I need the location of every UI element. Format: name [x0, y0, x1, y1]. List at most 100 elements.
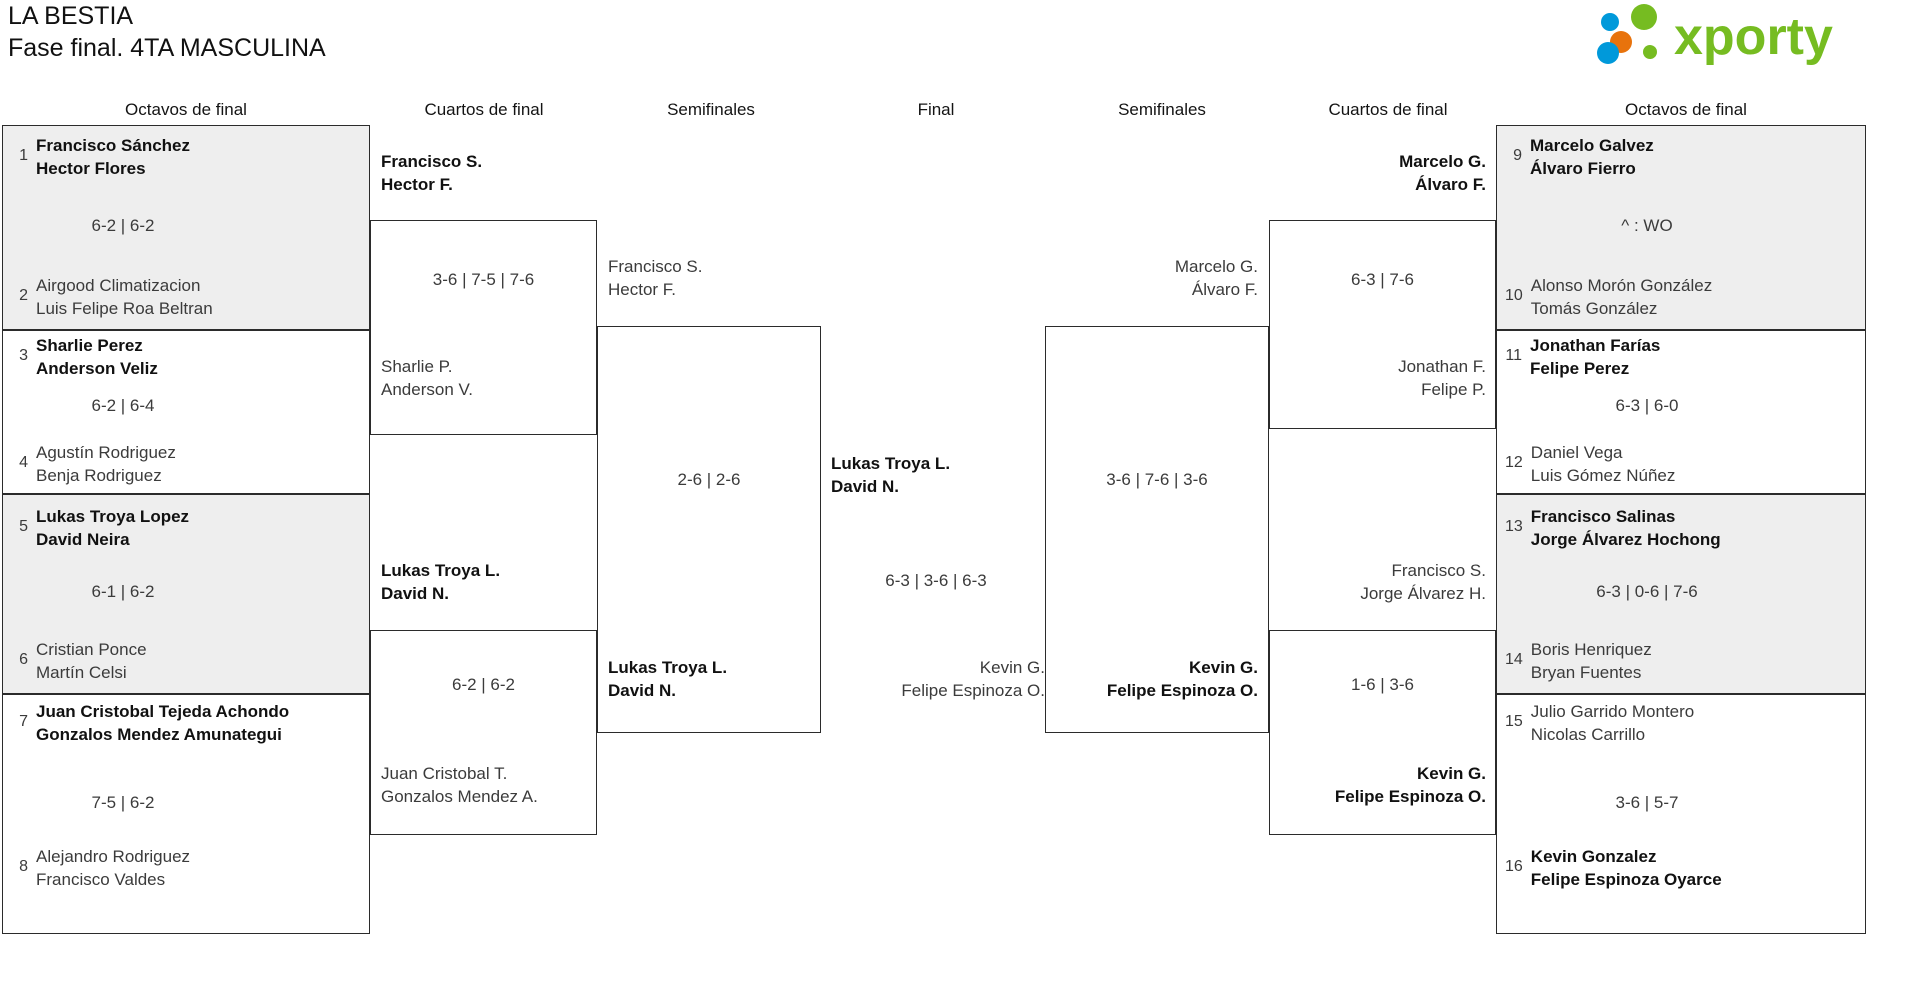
player-name: Lukas Troya L.: [608, 658, 728, 677]
team-slot[interactable]: 7 Juan Cristobal Tejeda Achondo Gonzalos…: [11, 700, 289, 746]
player-name: David N.: [831, 477, 900, 496]
team-slot[interactable]: 5 Lukas Troya Lopez David Neira: [11, 505, 189, 551]
match-score: 3-6 | 5-7: [1615, 793, 1679, 812]
connector-box-cuartos-right-1: [1269, 220, 1496, 429]
player-name: Felipe Espinoza Oyarce: [1530, 870, 1722, 889]
player-name: Boris Henriquez: [1530, 640, 1652, 659]
team-slot[interactable]: 16 Kevin Gonzalez Felipe Espinoza Oyarce: [1505, 845, 1722, 891]
team-slot[interactable]: 6 Cristian Ponce Martín Celsi: [11, 638, 147, 684]
player-name: Álvaro F.: [1191, 280, 1258, 299]
player-name: Francisco Valdes: [36, 870, 166, 889]
match-score: 6-2 | 6-2: [91, 216, 155, 235]
slot-semifinal-left-bottom[interactable]: Lukas Troya L. David N.: [608, 656, 823, 702]
match-box-octavos-11[interactable]: 11 Jonathan Farías Felipe Perez 6-3 | 6-…: [1496, 330, 1866, 494]
slot-cuartos-left-2-bottom[interactable]: Juan Cristobal T. Gonzalos Mendez A.: [381, 762, 601, 808]
slot-final-top[interactable]: Lukas Troya L. David N.: [831, 452, 1051, 498]
player-name: Felipe Espinoza O.: [1106, 681, 1258, 700]
slot-semifinal-right-bottom[interactable]: Kevin G. Felipe Espinoza O.: [1043, 656, 1258, 702]
connector-box-cuartos-right-2: [1269, 630, 1496, 835]
player-name: Hector F.: [381, 175, 453, 194]
match-score: 6-1 | 6-2: [91, 582, 155, 601]
page-header: LA BESTIA Fase final. 4TA MASCULINA xpor…: [0, 0, 1920, 95]
player-name: Felipe Espinoza O.: [901, 681, 1045, 700]
slot-semifinal-right-top[interactable]: Marcelo G. Álvaro F.: [1043, 255, 1258, 301]
team-slot[interactable]: 4 Agustín Rodriguez Benja Rodriguez: [11, 441, 176, 487]
team-players: Francisco Salinas Jorge Álvarez Hochong: [1531, 505, 1721, 551]
round-header-octavos-right: Octavos de final: [1625, 100, 1747, 119]
player-name: Luis Felipe Roa Beltran: [36, 299, 213, 318]
player-name: Bryan Fuentes: [1530, 663, 1642, 682]
match-score-semifinal-right: 3-6 | 7-6 | 3-6: [1106, 470, 1208, 489]
team-players: Cristian Ponce Martín Celsi: [36, 638, 147, 684]
slot-cuartos-left-1-top[interactable]: Francisco S. Hector F.: [381, 150, 601, 196]
team-slot[interactable]: 12 Daniel Vega Luis Gómez Núñez: [1505, 441, 1675, 487]
slot-final-bottom[interactable]: Kevin G. Felipe Espinoza O.: [820, 656, 1045, 702]
slot-cuartos-left-1-bottom[interactable]: Sharlie P. Anderson V.: [381, 355, 601, 401]
team-slot[interactable]: 13 Francisco Salinas Jorge Álvarez Hocho…: [1505, 505, 1721, 551]
player-name: Sharlie Perez: [36, 336, 143, 355]
player-name: Juan Cristobal Tejeda Achondo: [36, 702, 290, 721]
player-name: Julio Garrido Montero: [1530, 702, 1695, 721]
match-box-octavos-9[interactable]: 9 Marcelo Galvez Álvaro Fierro ^ : WO 10…: [1496, 125, 1866, 330]
slot-cuartos-right-1-top[interactable]: Marcelo G. Álvaro F.: [1266, 150, 1486, 196]
player-name: Kevin G.: [1189, 658, 1258, 677]
team-slot[interactable]: 15 Julio Garrido Montero Nicolas Carrill…: [1505, 700, 1694, 746]
team-slot[interactable]: 14 Boris Henriquez Bryan Fuentes: [1505, 638, 1652, 684]
player-name: Hector F.: [608, 280, 677, 299]
player-name: Felipe P.: [1421, 380, 1486, 399]
slot-cuartos-right-2-top[interactable]: Francisco S. Jorge Álvarez H.: [1266, 559, 1486, 605]
match-box-octavos-15[interactable]: 15 Julio Garrido Montero Nicolas Carrill…: [1496, 694, 1866, 934]
player-name: Juan Cristobal T.: [381, 764, 508, 783]
match-box-octavos-1[interactable]: 1 Francisco Sánchez Hector Flores 6-2 | …: [2, 125, 370, 330]
player-name: Alejandro Rodriguez: [36, 847, 191, 866]
player-name: David Neira: [36, 530, 130, 549]
match-box-octavos-2[interactable]: 3 Sharlie Perez Anderson Veliz 6-2 | 6-4…: [2, 330, 370, 494]
match-score: ^ : WO: [1621, 216, 1673, 235]
team-slot[interactable]: 8 Alejandro Rodriguez Francisco Valdes: [11, 845, 190, 891]
match-score: 6-2 | 6-4: [91, 396, 155, 415]
team-players: Alejandro Rodriguez Francisco Valdes: [36, 845, 190, 891]
team-slot[interactable]: 3 Sharlie Perez Anderson Veliz: [11, 334, 158, 380]
team-players: Lukas Troya Lopez David Neira: [36, 505, 189, 551]
match-box-octavos-4[interactable]: 7 Juan Cristobal Tejeda Achondo Gonzalos…: [2, 694, 370, 934]
round-header-cuartos-left: Cuartos de final: [424, 100, 544, 119]
seed-number: 14: [1505, 651, 1523, 668]
team-slot[interactable]: 9 Marcelo Galvez Álvaro Fierro: [1505, 134, 1654, 180]
round-header-semifinal-right: Semifinales: [1118, 100, 1206, 119]
xporty-logo: xporty: [1578, 4, 1908, 66]
match-score-cuartos-left-1: 3-6 | 7-5 | 7-6: [432, 270, 535, 289]
connector-box-cuartos-left-2: [370, 630, 597, 835]
player-name: Francisco Sánchez: [36, 136, 191, 155]
seed-number: 5: [19, 518, 28, 535]
slot-semifinal-left-top[interactable]: Francisco S. Hector F.: [608, 255, 823, 301]
team-slot[interactable]: 10 Alonso Morón González Tomás González: [1505, 274, 1712, 320]
connector-box-semifinal-left: [597, 326, 821, 733]
match-score-semifinal-left: 2-6 | 2-6: [677, 470, 741, 489]
player-name: Francisco S.: [608, 257, 703, 276]
match-box-octavos-3[interactable]: 5 Lukas Troya Lopez David Neira 6-1 | 6-…: [2, 494, 370, 694]
team-players: Marcelo Galvez Álvaro Fierro: [1530, 134, 1654, 180]
match-box-octavos-13[interactable]: 13 Francisco Salinas Jorge Álvarez Hocho…: [1496, 494, 1866, 694]
seed-number: 7: [19, 713, 28, 730]
match-score: 6-3 | 6-0: [1615, 396, 1679, 415]
seed-number: 9: [1513, 147, 1522, 164]
team-slot[interactable]: 1 Francisco Sánchez Hector Flores: [11, 134, 190, 180]
team-players: Jonathan Farías Felipe Perez: [1530, 334, 1660, 380]
slot-cuartos-right-2-bottom[interactable]: Kevin G. Felipe Espinoza O.: [1266, 762, 1486, 808]
team-slot[interactable]: 11 Jonathan Farías Felipe Perez: [1505, 334, 1660, 380]
player-name: Marcelo Galvez: [1530, 136, 1654, 155]
team-players: Julio Garrido Montero Nicolas Carrillo: [1531, 700, 1694, 746]
seed-number: 4: [19, 454, 28, 471]
match-score-cuartos-left-2: 6-2 | 6-2: [451, 675, 515, 694]
connector-box-cuartos-left-1: [370, 220, 597, 435]
seed-number: 6: [19, 651, 28, 668]
player-name: Nicolas Carrillo: [1530, 725, 1646, 744]
slot-cuartos-right-1-bottom[interactable]: Jonathan F. Felipe P.: [1266, 355, 1486, 401]
seed-number: 10: [1505, 287, 1523, 304]
match-score-cuartos-right-1: 6-3 | 7-6: [1350, 270, 1414, 289]
team-slot[interactable]: 2 Airgood Climatizacion Luis Felipe Roa …: [11, 274, 213, 320]
team-players: Daniel Vega Luis Gómez Núñez: [1531, 441, 1676, 487]
slot-cuartos-left-2-top[interactable]: Lukas Troya L. David N.: [381, 559, 601, 605]
player-name: Benja Rodriguez: [36, 466, 162, 485]
